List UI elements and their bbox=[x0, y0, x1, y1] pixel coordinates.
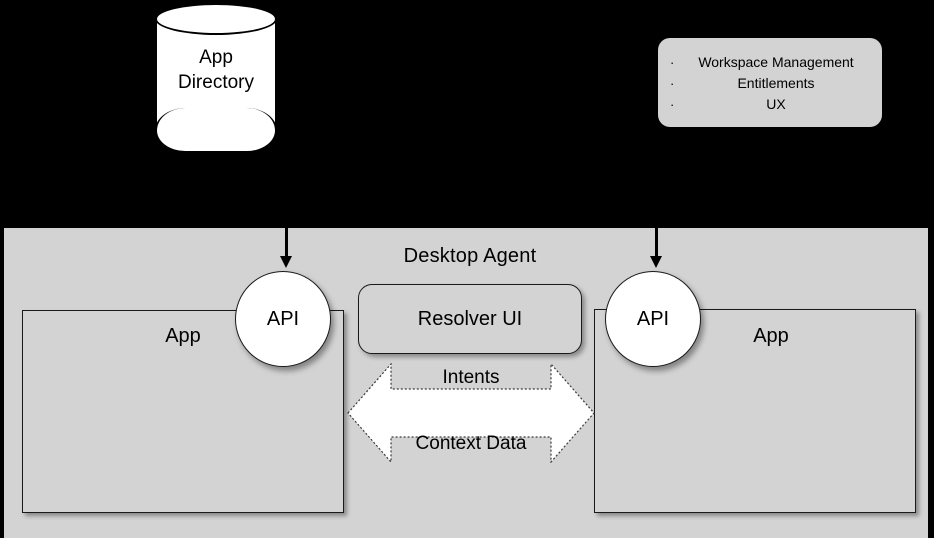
resolver-ui-label: Resolver UI bbox=[417, 307, 523, 330]
app-directory-label-line1: App bbox=[199, 47, 233, 68]
app-directory-label: App Directory bbox=[155, 45, 277, 95]
arrow-shaft bbox=[655, 228, 658, 258]
arrow-head-icon bbox=[650, 256, 662, 268]
arrow-head-icon bbox=[280, 256, 292, 268]
api-circle-left-label: API bbox=[266, 307, 300, 330]
cylinder-bottom-icon bbox=[155, 108, 277, 153]
api-circle-right-label: API bbox=[636, 307, 670, 330]
bullet-icon: · bbox=[670, 55, 675, 70]
list-item: · UX bbox=[658, 94, 882, 115]
responsibilities-list: · Workspace Management · Entitlements · … bbox=[658, 52, 882, 115]
bullet-icon: · bbox=[670, 76, 675, 91]
list-item: · Workspace Management bbox=[658, 52, 882, 73]
list-item-label: Entitlements bbox=[737, 75, 815, 91]
responsibilities-note-box: · Workspace Management · Entitlements · … bbox=[658, 38, 882, 127]
api-circle-left: API bbox=[235, 271, 331, 367]
app-directory-label-line2: Directory bbox=[177, 72, 254, 93]
app-box-right-label: App bbox=[753, 325, 789, 347]
bullet-icon: · bbox=[670, 97, 675, 112]
arrow-app-directory-to-api bbox=[279, 228, 293, 270]
arrow-note-to-api bbox=[649, 228, 663, 270]
double-headed-arrow-icon bbox=[347, 363, 595, 463]
context-data-label: Context Data bbox=[415, 433, 527, 454]
intents-label: Intents bbox=[442, 367, 500, 388]
resolver-ui-box: Resolver UI bbox=[358, 284, 582, 354]
double-headed-arrow: Intents Context Data bbox=[347, 363, 595, 463]
desktop-agent-title: Desktop Agent bbox=[403, 245, 537, 267]
cylinder-top-icon bbox=[155, 3, 277, 35]
list-item-label: UX bbox=[766, 96, 786, 112]
arrow-shaft bbox=[285, 228, 288, 258]
app-box-left-label: App bbox=[165, 325, 201, 347]
list-item: · Entitlements bbox=[658, 73, 882, 94]
api-circle-right: API bbox=[605, 271, 701, 367]
app-directory-cylinder: App Directory bbox=[155, 3, 277, 153]
list-item-label: Workspace Management bbox=[698, 54, 854, 70]
